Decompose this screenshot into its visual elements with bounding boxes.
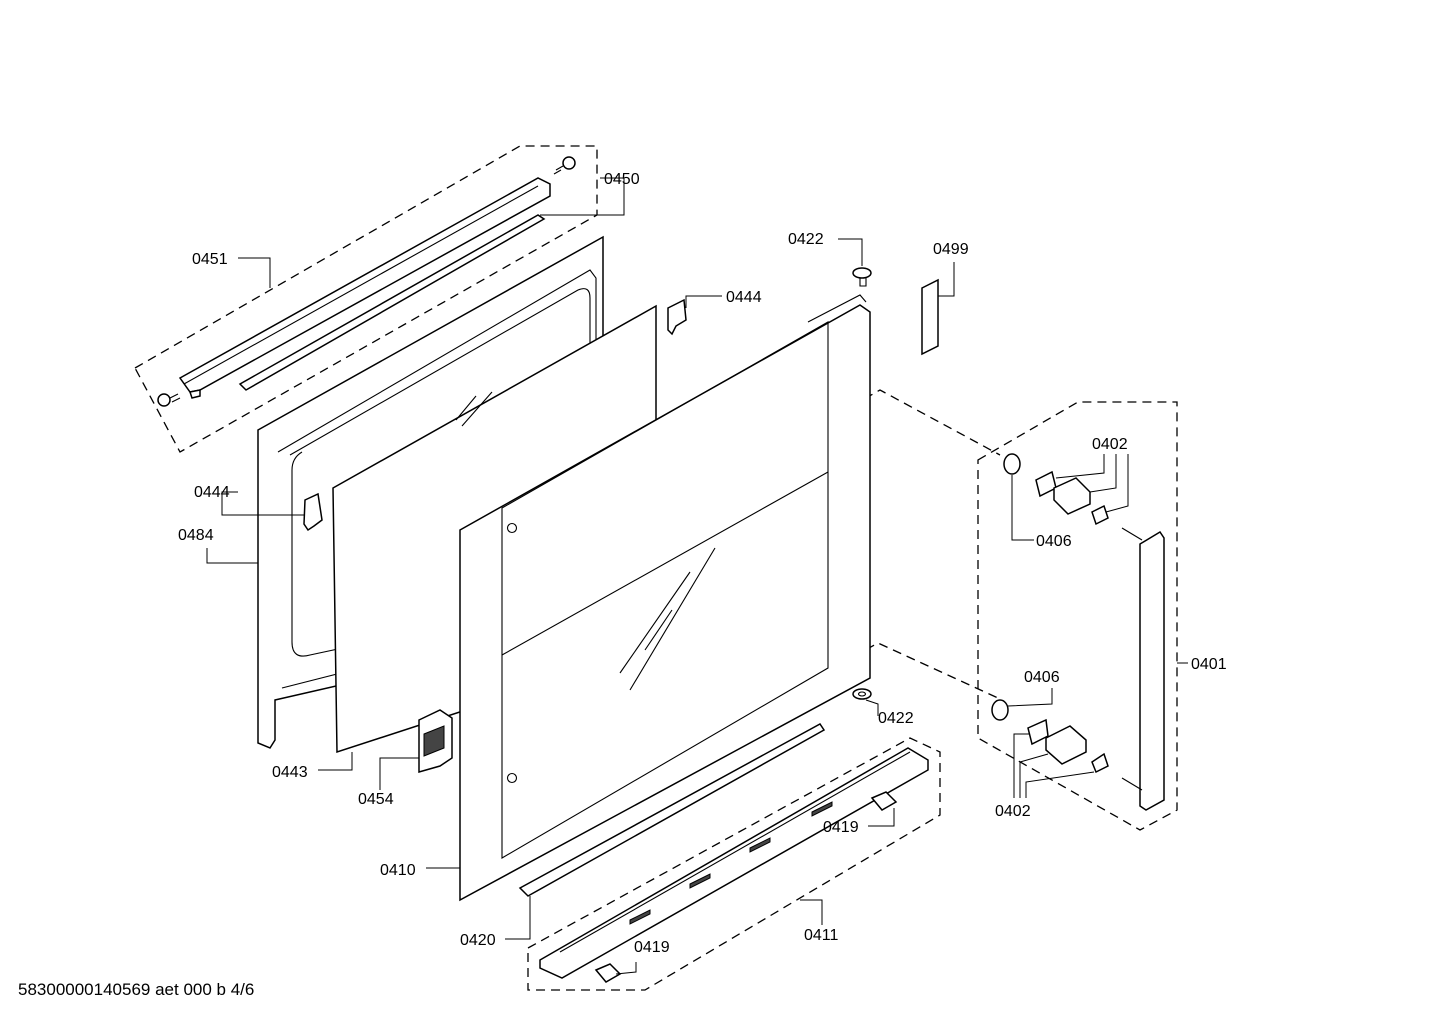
- label-0406-bottom: 0406: [1024, 669, 1060, 686]
- part-0406-handle-spacer: [991, 699, 1009, 721]
- document-code: 58300000140569 aet 000 b 4/6: [18, 980, 255, 999]
- group-outline-top-profile: [134, 145, 598, 453]
- label-0402-top: 0402: [1092, 436, 1128, 453]
- leader-lines: [206, 177, 1188, 975]
- screw-icon: [553, 156, 576, 175]
- label-0499: 0499: [933, 241, 969, 258]
- label-0410: 0410: [380, 862, 416, 879]
- label-0444-left: 0444: [194, 484, 230, 501]
- label-0422-bottom: 0422: [878, 710, 914, 727]
- part-0422-cap: [852, 267, 872, 287]
- group-outline-bottom-profile: [527, 737, 941, 991]
- group-outline-handle: [977, 401, 1178, 831]
- label-0450: 0450: [604, 171, 640, 188]
- part-0499-label: [921, 278, 939, 356]
- label-0484: 0484: [178, 527, 214, 544]
- part-0402-handle-mount: [1035, 470, 1109, 526]
- label-0411: 0411: [804, 927, 839, 944]
- part-0454-hinge-bracket: [418, 709, 453, 773]
- part-0444-clip: [303, 492, 323, 532]
- part-0420-seal-strip: [518, 723, 826, 897]
- label-0419-bottom: 0419: [634, 939, 670, 956]
- label-0419-right: 0419: [823, 819, 859, 836]
- part-0406-handle-spacer: [1003, 453, 1021, 475]
- label-0402-bottom: 0402: [995, 803, 1031, 820]
- label-0451: 0451: [192, 251, 228, 268]
- label-0420: 0420: [460, 932, 496, 949]
- part-0402-handle-mount: [1027, 718, 1109, 774]
- part-0444-clip: [667, 298, 687, 336]
- part-0410-outer-door-frame: [459, 294, 871, 902]
- part-0401-handle-bar: [1121, 527, 1165, 811]
- part-0419-clip: [594, 963, 622, 983]
- part-0411-bottom-profile: [539, 747, 929, 979]
- part-0451-top-profile: [178, 177, 551, 399]
- part-0419-clip: [870, 791, 898, 811]
- part-0422-washer: [852, 688, 872, 700]
- part-0450-seal-strip: [238, 214, 546, 391]
- label-0401: 0401: [1191, 656, 1227, 673]
- label-0454: 0454: [358, 791, 394, 808]
- label-0443: 0443: [272, 764, 308, 781]
- label-0406-top: 0406: [1036, 533, 1072, 550]
- label-0422-top: 0422: [788, 231, 824, 248]
- screw-icon: [157, 393, 181, 407]
- label-0444-top: 0444: [726, 289, 762, 306]
